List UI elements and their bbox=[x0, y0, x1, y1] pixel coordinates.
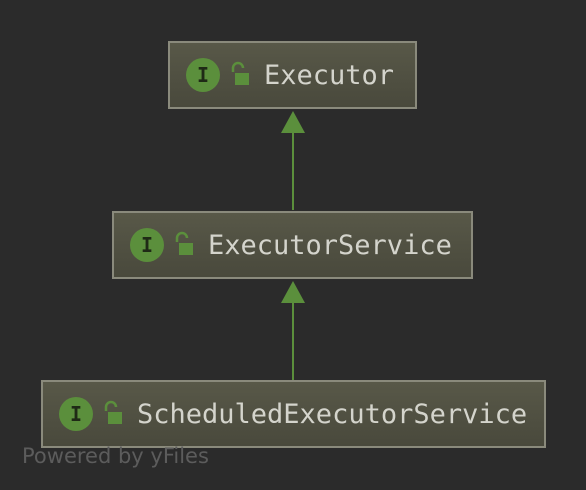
class-node-scheduledexecutorservice[interactable]: I ScheduledExecutorService bbox=[41, 380, 546, 448]
class-node-executor[interactable]: I Executor bbox=[168, 41, 417, 109]
node-label: ScheduledExecutorService bbox=[137, 398, 528, 430]
arrowhead bbox=[281, 281, 305, 303]
node-label: Executor bbox=[264, 59, 395, 91]
edge-executorservice-to-executor bbox=[281, 111, 305, 210]
arrowhead bbox=[281, 111, 305, 133]
interface-icon: I bbox=[186, 58, 220, 92]
unlocked-padlock-icon bbox=[231, 61, 249, 85]
class-node-executorservice[interactable]: I ExecutorService bbox=[112, 211, 473, 279]
unlocked-padlock-icon bbox=[175, 231, 193, 255]
interface-icon: I bbox=[59, 397, 93, 431]
node-label: ExecutorService bbox=[208, 229, 452, 261]
edge-scheduledexecutorservice-to-executorservice bbox=[281, 281, 305, 380]
unlocked-padlock-icon bbox=[104, 400, 122, 424]
yfiles-watermark: Powered by yFiles bbox=[22, 444, 209, 468]
interface-icon: I bbox=[130, 228, 164, 262]
